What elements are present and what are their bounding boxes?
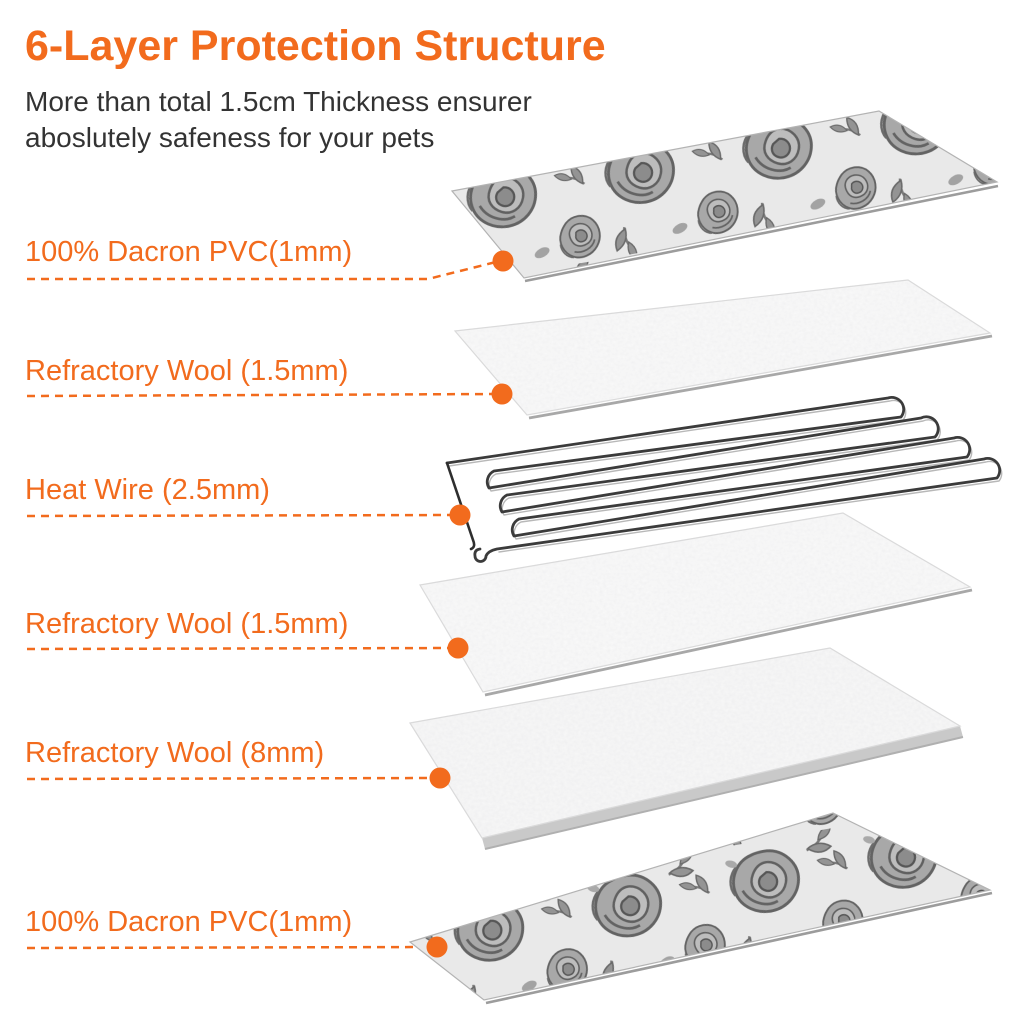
heat-wire-coil <box>445 396 1002 563</box>
leader-dot-6 <box>426 936 448 958</box>
leader-line-6 <box>26 945 435 950</box>
leader-dot-3 <box>449 504 471 526</box>
layer-label-refractory-wool-2: Refractory Wool (1.5mm) <box>25 608 349 640</box>
leader-line-3 <box>26 513 458 518</box>
subtitle: More than total 1.5cm Thickness ensurer … <box>25 84 532 156</box>
layer-6-dacron-pvc-sheet <box>408 812 993 1005</box>
leader-dot-4 <box>447 637 469 659</box>
layer-2-refractory-wool-sheet <box>453 279 993 420</box>
layer-3-heat-wire <box>445 396 1003 563</box>
leader-dot-5 <box>429 767 451 789</box>
subtitle-line-1: More than total 1.5cm Thickness ensurer <box>25 86 532 117</box>
layer-label-heat-wire: Heat Wire (2.5mm) <box>25 474 270 506</box>
layer-label-refractory-wool-1: Refractory Wool (1.5mm) <box>25 355 349 387</box>
subtitle-line-2: aboslutely safeness for your pets <box>25 122 435 153</box>
leader-line-5 <box>26 776 438 781</box>
leader-dot-2 <box>491 383 513 405</box>
leader-line-2 <box>26 392 500 398</box>
leader-dot-1 <box>492 250 514 272</box>
layer-label-dacron-pvc-bottom: 100% Dacron PVC(1mm) <box>25 906 353 938</box>
heat-wire-mat-edge <box>445 461 476 551</box>
layer-1-dacron-pvc-sheet <box>450 110 999 283</box>
page-title: 6-Layer Protection Structure <box>25 22 606 70</box>
layer-label-dacron-pvc-top: 100% Dacron PVC(1mm) <box>25 236 353 268</box>
leader-line-4 <box>26 646 456 651</box>
layer-5-refractory-wool-thick-sheet <box>409 647 964 850</box>
layer-4-refractory-wool-sheet <box>419 512 973 697</box>
leader-line-1 <box>27 259 501 281</box>
layer-label-refractory-wool-8: Refractory Wool (8mm) <box>25 737 325 769</box>
